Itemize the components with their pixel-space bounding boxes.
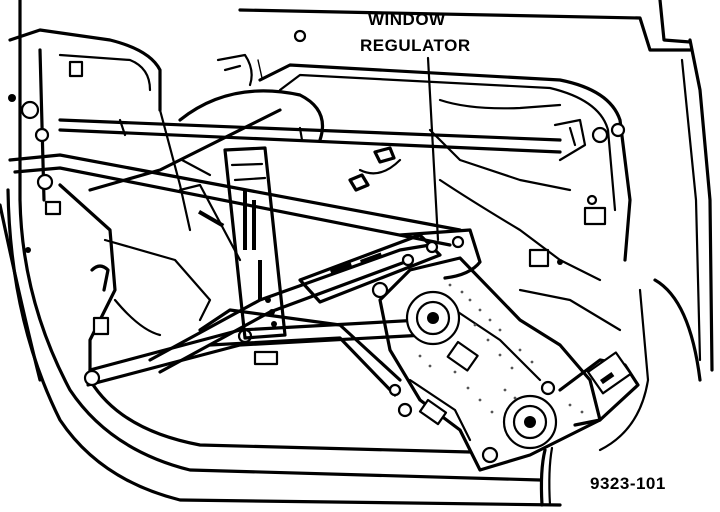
figure-number: 9323-101 [590, 474, 666, 493]
glass-arc-track [158, 53, 325, 232]
hinge-bracket [8, 28, 162, 253]
upper-guide-rails [8, 118, 626, 247]
regulator-drive-unit [378, 228, 602, 472]
callout-label-line2: REGULATOR [360, 36, 471, 55]
stipple-shading [418, 283, 584, 414]
scissor-lift-arms [83, 243, 432, 397]
lower-pulley [502, 380, 558, 450]
panel-clips [90, 29, 607, 336]
inner-panel [58, 63, 632, 454]
diagonal-lift-arm [178, 183, 442, 304]
upper-pulley [371, 281, 461, 346]
vertical-sector-bracket [223, 146, 287, 366]
regulator-motor [539, 351, 640, 507]
callout-leader [426, 56, 440, 242]
callout-label-line1: WINDOW [368, 10, 446, 29]
